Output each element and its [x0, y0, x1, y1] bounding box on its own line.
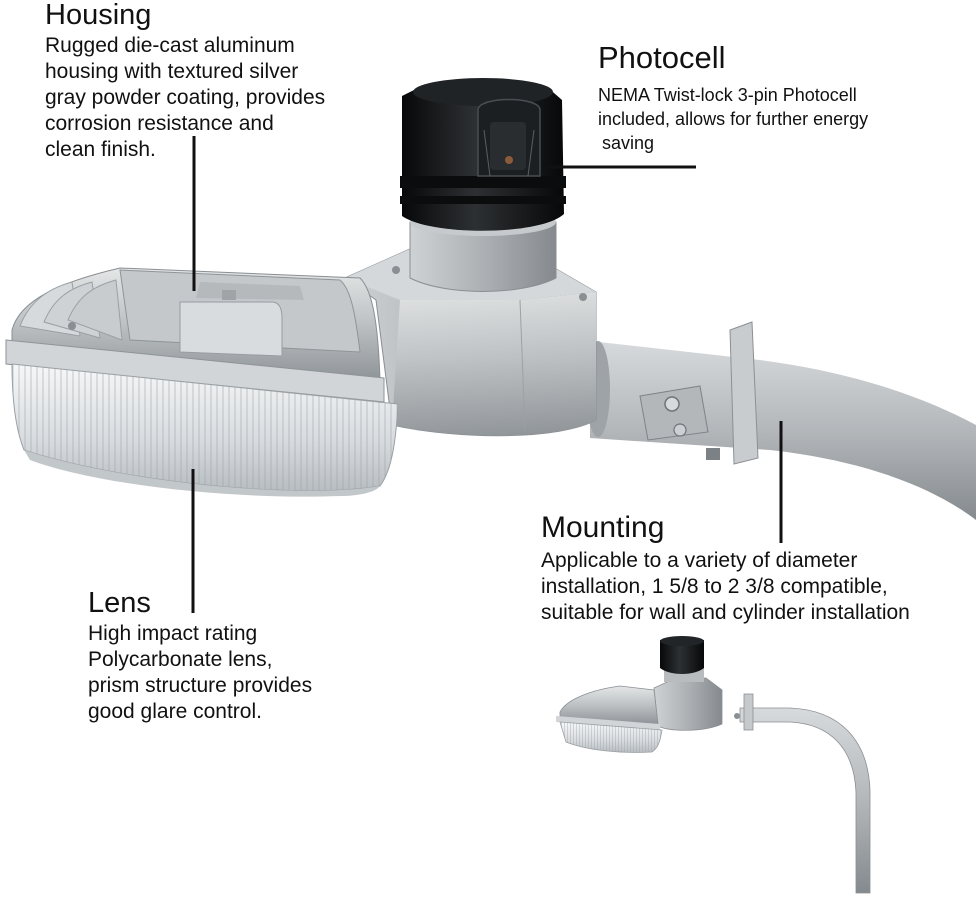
housing-description-line: Rugged die-cast aluminum [45, 34, 295, 57]
mounting-title: Mounting [541, 511, 665, 544]
housing-description-line: housing with textured silver [45, 60, 299, 83]
photocell-callout: Photocell NEMA Twist-lock 3-pin Photocel… [598, 42, 968, 155]
preview-fixture [556, 636, 871, 894]
mounting-bracket [639, 321, 759, 465]
lens-callout: Lens High impact rating Polycarbonate le… [88, 589, 388, 725]
mounting-callout: Mounting Applicable to a variety of diam… [541, 513, 971, 626]
main-fixture [5, 78, 976, 520]
housing-description-line: corrosion resistance and [45, 112, 274, 135]
lens [5, 339, 399, 497]
leader-lines [191, 136, 783, 613]
mounting-description-line: installation, 1 5/8 to 2 3/8 compatible, [541, 575, 888, 598]
lens-title: Lens [88, 587, 151, 619]
mounting-arm [590, 341, 976, 520]
mounting-description-line: suitable for wall and cylinder installat… [541, 601, 910, 624]
lens-description-line: Polycarbonate lens, [88, 648, 273, 671]
lens-description-line: High impact rating [88, 622, 258, 645]
photocell-title: Photocell [598, 40, 726, 75]
photocell-description-line: included, allows for further energy [598, 109, 869, 129]
mounting-description-line: Applicable to a variety of diameter [541, 549, 858, 572]
photocell-description-line: NEMA Twist-lock 3-pin Photocell [598, 85, 857, 105]
housing-description-line: gray powder coating, provides [45, 86, 326, 109]
preview-arm [739, 707, 871, 894]
driver-box [343, 247, 597, 437]
lens-description-line: good glare control. [88, 700, 262, 723]
photocell-description-line: saving [602, 133, 655, 153]
housing-description-line: clean finish. [45, 138, 156, 161]
housing-title: Housing [45, 0, 152, 31]
housing-callout: Housing Rugged die-cast aluminum housing… [45, 1, 425, 163]
lens-description-line: prism structure provides [88, 674, 313, 697]
photocell [400, 78, 566, 231]
